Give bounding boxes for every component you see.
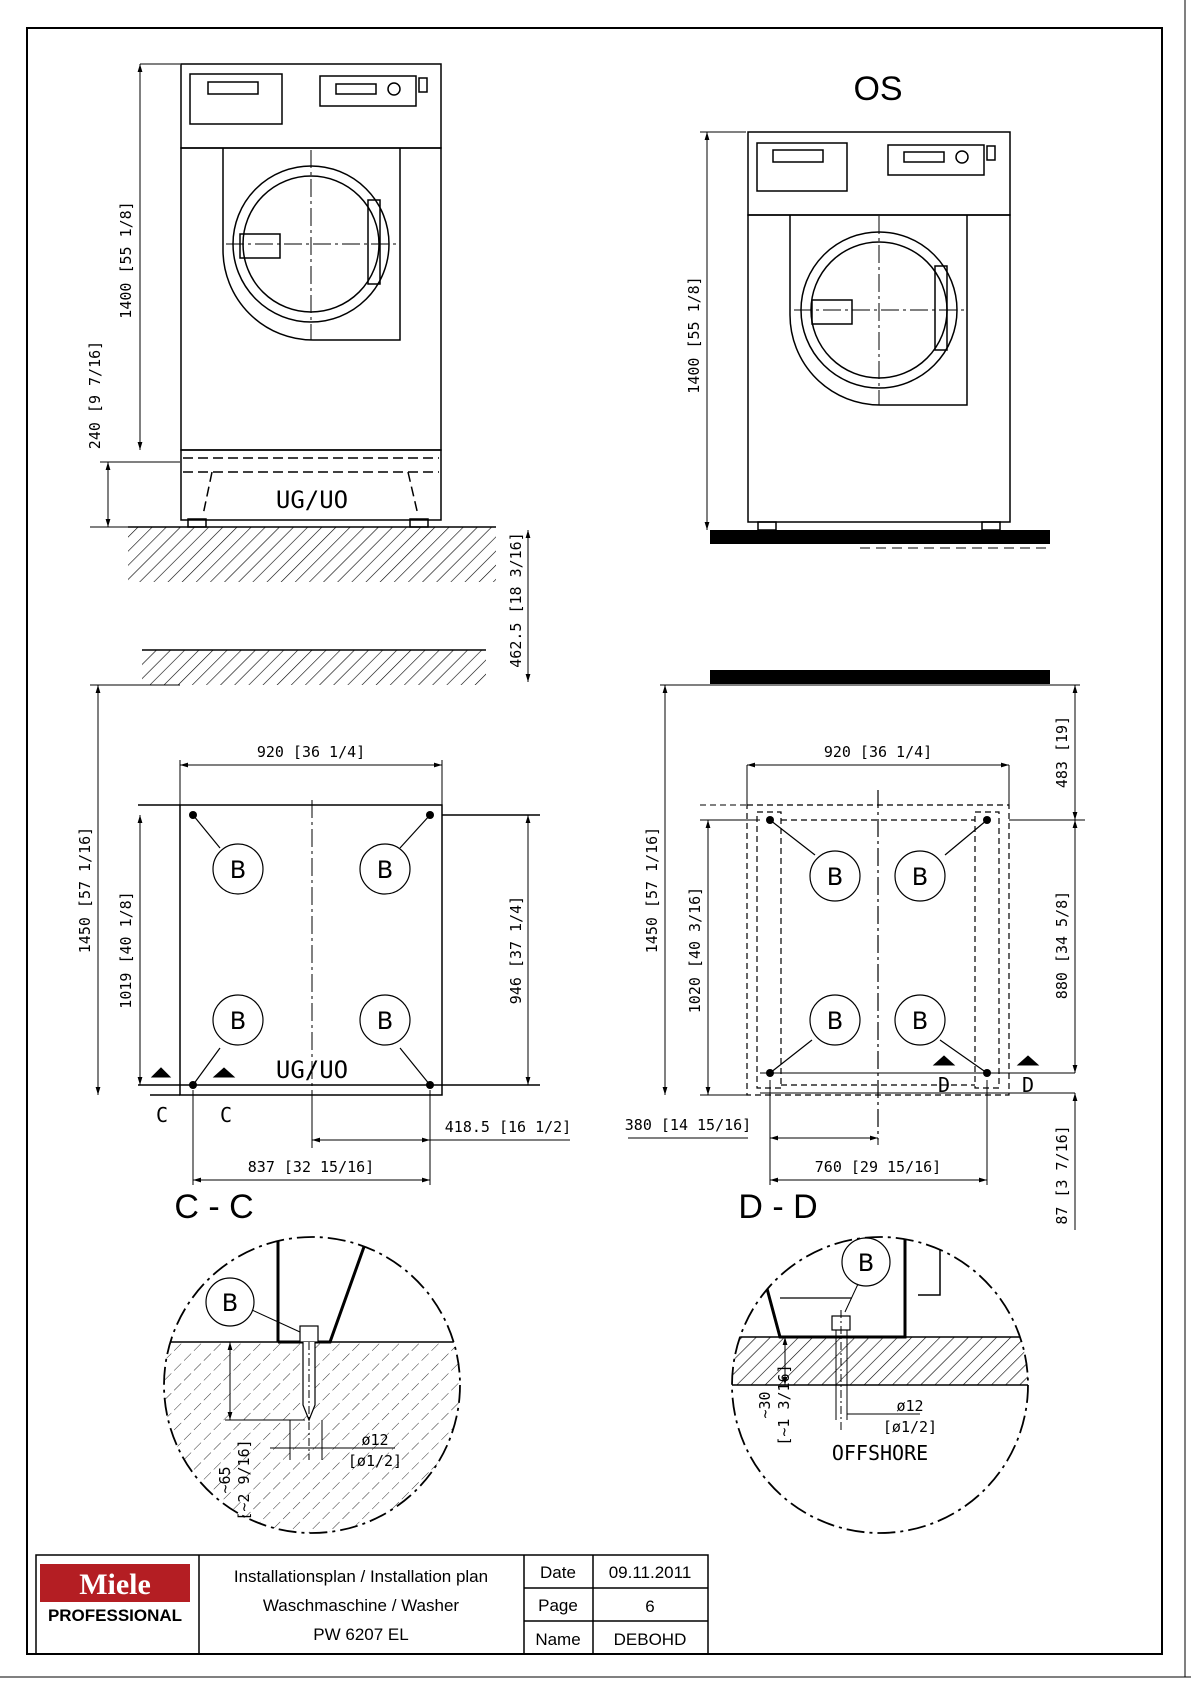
right-plan-view bbox=[746, 790, 1010, 1140]
title-line-1: Installationsplan / Installation plan bbox=[234, 1567, 488, 1586]
section-cc-anchor-b: B bbox=[222, 1289, 238, 1317]
dim-dd-dia-b: [ø1/2] bbox=[883, 1418, 937, 1436]
right-anchor-b-4: B bbox=[912, 1007, 928, 1035]
dim-left-width: 920 [36 1/4] bbox=[257, 743, 365, 761]
dim-left-base: 240 [9 7/16] bbox=[86, 341, 104, 449]
dim-dd-dia-a: ø12 bbox=[896, 1397, 923, 1415]
offshore-deck-bottom bbox=[710, 670, 1050, 684]
dim-right-483: 483 [19] bbox=[1053, 716, 1071, 788]
dim-right-width: 920 [36 1/4] bbox=[824, 743, 932, 761]
dim-cc-depth-b: [~2 9/16] bbox=[235, 1439, 253, 1520]
title-line-2: Waschmaschine / Washer bbox=[263, 1596, 460, 1615]
dim-left-depth: 1019 [40 1/8] bbox=[117, 891, 135, 1008]
title-block bbox=[35, 1554, 709, 1655]
dim-right-87: 87 [3 7/16] bbox=[1053, 1125, 1071, 1224]
floor-hatch-bottom bbox=[142, 650, 486, 685]
dim-dd-depth-a: ~30 bbox=[756, 1391, 774, 1418]
section-c-left: C bbox=[156, 1103, 168, 1127]
section-c-markers bbox=[150, 1067, 240, 1086]
right-anchor-b-2: B bbox=[912, 863, 928, 891]
section-d-right: D bbox=[1022, 1073, 1034, 1097]
dim-left-total-depth: 1450 [57 1/16] bbox=[76, 827, 94, 953]
dim-left-946: 946 [37 1/4] bbox=[507, 896, 525, 1004]
left-anchor-callouts bbox=[192, 814, 431, 1086]
dim-right-880: 880 [34 5/8] bbox=[1053, 891, 1071, 999]
left-anchor-b-3: B bbox=[230, 1007, 246, 1035]
dim-right-total-depth: 1450 [57 1/16] bbox=[643, 827, 661, 953]
dim-left-418: 418.5 [16 1/2] bbox=[445, 1118, 571, 1136]
left-anchor-b-1: B bbox=[230, 856, 246, 884]
left-plan-label: UG/UO bbox=[276, 1056, 348, 1084]
left-view-label: UG/UO bbox=[276, 486, 348, 514]
right-anchor-callouts bbox=[769, 819, 988, 1074]
left-anchor-b-4: B bbox=[377, 1007, 393, 1035]
left-anchor-b-2: B bbox=[377, 856, 393, 884]
dim-dd-depth-b: [~1 3/16] bbox=[775, 1364, 793, 1445]
floor-hatch-top bbox=[128, 527, 496, 582]
brand-subtitle: PROFESSIONAL bbox=[48, 1606, 182, 1625]
section-cc-title: C - C bbox=[174, 1188, 253, 1226]
date-label: Date bbox=[540, 1563, 576, 1582]
dim-left-height: 1400 [55 1/8] bbox=[117, 201, 135, 318]
brand-logo-text: Miele bbox=[79, 1568, 151, 1601]
section-c-right: C bbox=[220, 1103, 232, 1127]
dim-cc-dia-b: [ø1/2] bbox=[348, 1452, 402, 1470]
dim-cc-depth-a: ~65 bbox=[216, 1466, 234, 1493]
page-value: 6 bbox=[645, 1597, 654, 1616]
dim-right-height: 1400 [55 1/8] bbox=[685, 276, 703, 393]
page-label: Page bbox=[538, 1596, 578, 1615]
dim-left-837: 837 [32 15/16] bbox=[248, 1158, 374, 1176]
section-dd-detail bbox=[731, 1236, 1029, 1534]
left-plan-view bbox=[138, 800, 540, 1100]
dim-cc-dia-a: ø12 bbox=[361, 1431, 388, 1449]
date-value: 09.11.2011 bbox=[609, 1563, 692, 1582]
dim-right-380: 380 [14 15/16] bbox=[625, 1116, 751, 1134]
offshore-deck-top bbox=[710, 530, 1050, 544]
dim-right-depth: 1020 [40 3/16] bbox=[686, 887, 704, 1013]
dim-gap: 462.5 [18 3/16] bbox=[507, 532, 525, 667]
section-d-left: D bbox=[938, 1073, 950, 1097]
section-dd-title: D - D bbox=[738, 1188, 817, 1226]
section-cc-detail bbox=[163, 1236, 461, 1534]
left-front-view bbox=[180, 63, 442, 528]
right-view-label: OS bbox=[853, 70, 902, 108]
title-line-3: PW 6207 EL bbox=[313, 1625, 408, 1644]
brand-logo bbox=[40, 1564, 190, 1602]
right-anchor-b-1: B bbox=[827, 863, 843, 891]
section-d-markers bbox=[932, 1055, 1040, 1066]
offshore-label: OFFSHORE bbox=[832, 1441, 928, 1465]
name-value: DEBOHD bbox=[614, 1630, 687, 1649]
right-anchor-b-3: B bbox=[827, 1007, 843, 1035]
section-dd-anchor-b: B bbox=[858, 1249, 874, 1277]
name-label: Name bbox=[535, 1630, 580, 1649]
dim-right-760: 760 [29 15/16] bbox=[815, 1158, 941, 1176]
right-front-view bbox=[747, 131, 1011, 531]
